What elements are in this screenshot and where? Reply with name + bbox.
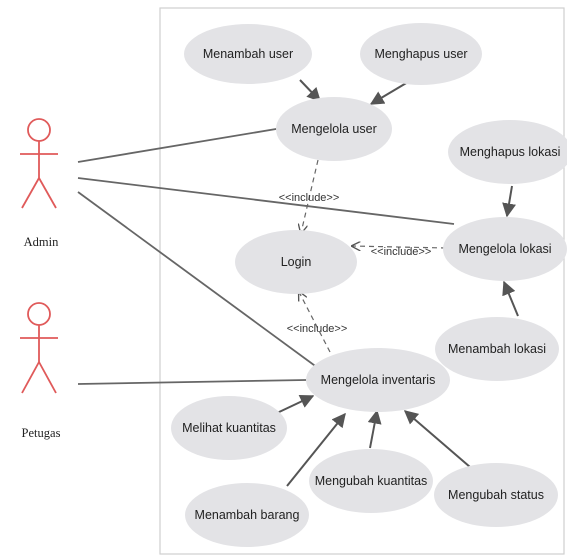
include-line-lokasi (352, 246, 447, 248)
actor-admin-icon (20, 118, 58, 209)
usecase-menambah-barang[interactable]: Menambah barang (185, 483, 309, 547)
usecase-melihat-kuantitas[interactable]: Melihat kuantitas (171, 396, 287, 460)
arrow-mengubah-kuantitas (367, 409, 382, 449)
usecase-mengubah-kuantitas[interactable]: Mengubah kuantitas (309, 449, 433, 513)
usecase-label: Menghapus user (374, 47, 467, 61)
assoc-petugas-mengelola-inventaris (77, 379, 307, 385)
include-label-lokasi: <<include>> (371, 246, 432, 258)
usecase-label: Menambah barang (195, 508, 300, 522)
usecase-menghapus-lokasi[interactable]: Menghapus lokasi (448, 120, 567, 184)
arrow-menghapus-lokasi (502, 185, 516, 218)
usecase-label: Mengelola user (291, 122, 376, 136)
arrow-menghapus-user (369, 81, 409, 105)
include-line-inventaris (299, 292, 331, 353)
actor-admin-label: Admin (24, 235, 59, 249)
actor-petugas-icon (20, 302, 58, 394)
usecase-login[interactable]: Login (235, 230, 357, 294)
include-line-user (301, 159, 319, 233)
include-label-user: <<include>> (279, 192, 340, 204)
arrow-menambah-user (299, 79, 321, 103)
assoc-admin-mengelola-user (77, 127, 283, 163)
arrow-melihat-kuantitas (276, 395, 315, 414)
assoc-admin-mengelola-inventaris (77, 191, 319, 369)
usecase-label: Menambah lokasi (448, 342, 546, 356)
usecase-label: Melihat kuantitas (182, 421, 276, 435)
arrow-menambah-barang (286, 412, 346, 487)
usecase-mengubah-status[interactable]: Mengubah status (434, 463, 558, 527)
usecase-mengelola-inventaris[interactable]: Mengelola inventaris (306, 348, 450, 412)
usecase-label: Login (281, 255, 312, 269)
usecase-label: Mengelola lokasi (458, 242, 551, 256)
arrow-mengubah-status (403, 410, 471, 468)
usecase-mengelola-lokasi[interactable]: Mengelola lokasi (443, 217, 567, 281)
usecase-label: Menambah user (203, 47, 293, 61)
usecase-menghapus-user[interactable]: Menghapus user (360, 23, 482, 85)
actor-petugas-label: Petugas (22, 426, 61, 440)
usecase-menambah-lokasi[interactable]: Menambah lokasi (435, 317, 559, 381)
include-label-inventaris: <<include>> (287, 323, 348, 335)
usecase-label: Mengubah kuantitas (315, 474, 428, 488)
usecase-label: Mengubah status (448, 488, 544, 502)
usecase-menambah-user[interactable]: Menambah user (184, 24, 312, 84)
usecase-label: Menghapus lokasi (460, 145, 561, 159)
usecase-label: Mengelola inventaris (321, 373, 436, 387)
arrow-menambah-lokasi (502, 280, 519, 317)
usecase-mengelola-user[interactable]: Mengelola user (276, 97, 392, 161)
assoc-admin-mengelola-lokasi (77, 177, 455, 225)
